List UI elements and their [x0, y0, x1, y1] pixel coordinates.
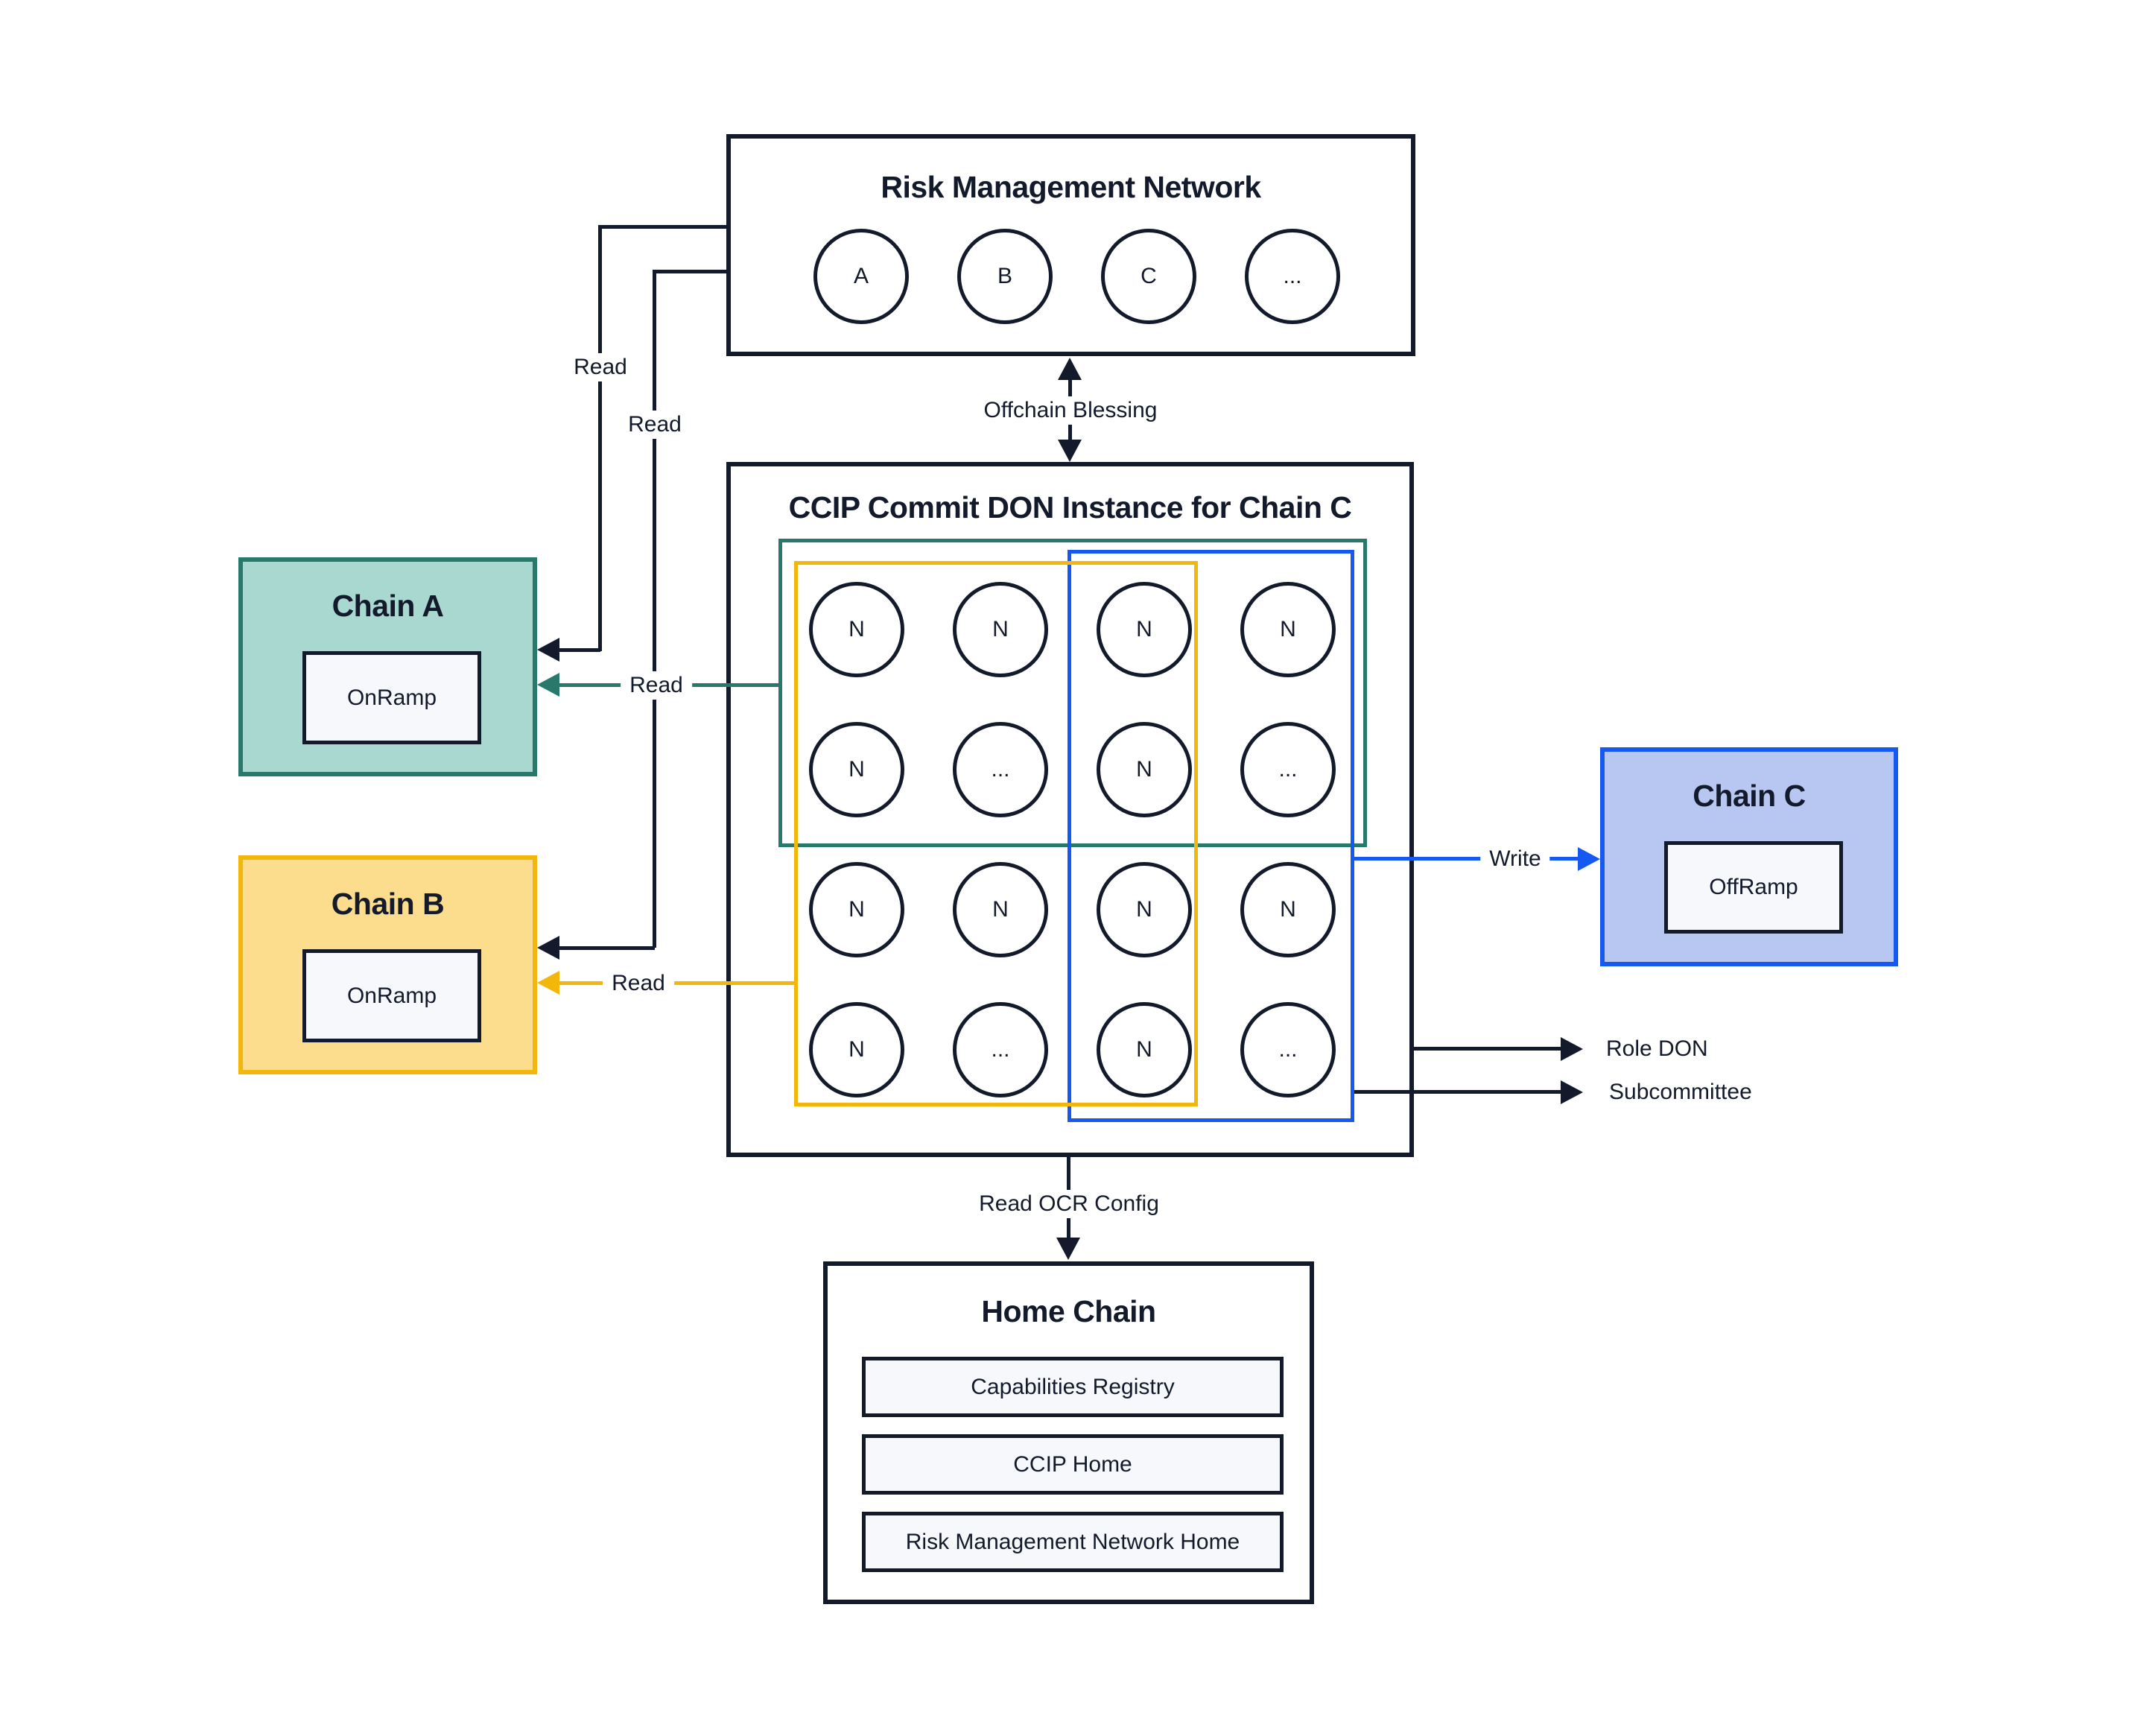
don-node-label: N: [992, 617, 1009, 642]
don-node: N: [1240, 582, 1336, 677]
chain-b-onramp-box: OnRamp: [302, 949, 481, 1042]
rmn-node-c: C: [1101, 229, 1196, 324]
subcommittee-label: Subcommittee: [1609, 1080, 1752, 1104]
don-node: ...: [953, 1002, 1048, 1097]
don-node-label: ...: [991, 757, 1010, 782]
offchain-blessing-arrowhead-down: [1058, 440, 1082, 462]
don-node-label: ...: [991, 1037, 1010, 1062]
write-arrowhead: [1578, 847, 1600, 871]
home-chain-title: Home Chain: [981, 1294, 1156, 1328]
don-node-label: ...: [1278, 1037, 1298, 1062]
don-node: N: [1097, 862, 1192, 957]
chain-a-title: Chain A: [331, 589, 444, 623]
don-node: N: [809, 722, 904, 817]
rmn-node-b-label: B: [997, 264, 1012, 288]
capabilities-registry-label: Capabilities Registry: [971, 1374, 1175, 1399]
yellow-read-label: Read: [603, 969, 674, 998]
rmn-to-chain-b-arrowhead: [537, 936, 559, 960]
rmn-to-chain-a-read-label: Read: [565, 353, 636, 381]
don-node: ...: [1240, 1002, 1336, 1097]
don-node-label: N: [848, 757, 865, 782]
don-node-label: N: [848, 897, 865, 922]
chain-c-offramp-label: OffRamp: [1709, 875, 1798, 899]
chain-c-offramp-box: OffRamp: [1664, 841, 1843, 934]
rmn-to-chain-a-line-h1: [600, 225, 726, 229]
rmn-node-more: ...: [1245, 229, 1340, 324]
ccip-home-label: CCIP Home: [1013, 1451, 1132, 1477]
rmn-node-b: B: [957, 229, 1053, 324]
rmn-node-more-label: ...: [1283, 264, 1302, 288]
don-node-label: N: [1136, 897, 1152, 922]
don-node: N: [1097, 582, 1192, 677]
offchain-blessing-label: Offchain Blessing: [974, 396, 1167, 425]
chain-b-box: Chain B OnRamp: [238, 855, 537, 1074]
rmn-to-chain-a-arrowhead: [537, 638, 559, 662]
rmn-home-label: Risk Management Network Home: [905, 1529, 1240, 1554]
rmn-to-chain-a-line-v: [598, 225, 602, 651]
rmn-to-chain-b-read-label: Read: [619, 411, 691, 439]
ccip-home-box: CCIP Home: [862, 1434, 1284, 1495]
rmn-to-chain-b-line-h1: [655, 270, 726, 273]
chain-c-title: Chain C: [1693, 779, 1806, 813]
chain-c-box: Chain C OffRamp: [1600, 747, 1898, 966]
chain-b-title: Chain B: [331, 887, 445, 921]
yellow-read-arrowhead: [537, 971, 559, 995]
rmn-node-a-label: A: [853, 264, 869, 288]
don-node: ...: [953, 722, 1048, 817]
subcommittee-line: [1354, 1090, 1561, 1094]
don-node: N: [953, 582, 1048, 677]
don-node: ...: [1240, 722, 1336, 817]
read-ocr-arrowhead: [1056, 1238, 1080, 1260]
read-ocr-label: Read OCR Config: [970, 1190, 1168, 1218]
chain-a-onramp-label: OnRamp: [346, 685, 437, 710]
home-chain-box: Home Chain Capabilities Registry CCIP Ho…: [823, 1261, 1314, 1604]
rmn-to-chain-a-line-h2: [557, 648, 600, 652]
teal-read-label: Read: [621, 671, 692, 700]
rmn-node-a: A: [813, 229, 909, 324]
write-label: Write: [1480, 845, 1550, 873]
don-node: N: [809, 862, 904, 957]
chain-a-onramp-box: OnRamp: [302, 651, 481, 744]
yellow-read-line: [557, 981, 794, 985]
offchain-blessing-arrowhead-up: [1058, 358, 1082, 380]
don-node-label: N: [1280, 617, 1296, 642]
chain-a-box: Chain A OnRamp: [238, 557, 537, 776]
don-node: N: [1097, 1002, 1192, 1097]
chain-b-onramp-label: OnRamp: [346, 983, 437, 1008]
don-node: N: [1240, 862, 1336, 957]
role-don-label: Role DON: [1606, 1036, 1708, 1061]
don-node-label: N: [1136, 757, 1152, 782]
don-node: N: [953, 862, 1048, 957]
risk-management-network-box: Risk Management Network A B C ...: [726, 134, 1415, 356]
rmn-node-c-label: C: [1141, 264, 1157, 288]
don-node-label: N: [1280, 897, 1296, 922]
teal-committee-rect: [778, 539, 1367, 847]
don-node-label: N: [1136, 1037, 1152, 1062]
rmn-home-box: Risk Management Network Home: [862, 1512, 1284, 1572]
don-node-label: N: [848, 617, 865, 642]
don-node: N: [1097, 722, 1192, 817]
role-don-arrowhead: [1561, 1037, 1583, 1061]
don-node-label: N: [992, 897, 1009, 922]
write-line: [1354, 857, 1578, 861]
don-node-label: ...: [1278, 757, 1298, 782]
rmn-to-chain-b-line-h2: [557, 946, 655, 950]
blue-subcommittee-rect: [1068, 550, 1354, 1122]
don-node: N: [809, 582, 904, 677]
don-node: N: [809, 1002, 904, 1097]
don-node-label: N: [848, 1037, 865, 1062]
capabilities-registry-box: Capabilities Registry: [862, 1357, 1284, 1417]
teal-read-arrowhead: [537, 673, 559, 697]
role-don-line: [1414, 1047, 1561, 1051]
rmn-to-chain-b-line-v: [653, 270, 656, 948]
ccip-commit-don-title: CCIP Commit DON Instance for Chain C: [788, 490, 1352, 525]
yellow-committee-rect: [794, 561, 1198, 1106]
don-node-label: N: [1136, 617, 1152, 642]
risk-management-network-title: Risk Management Network: [881, 170, 1261, 204]
subcommittee-arrowhead: [1561, 1080, 1583, 1104]
